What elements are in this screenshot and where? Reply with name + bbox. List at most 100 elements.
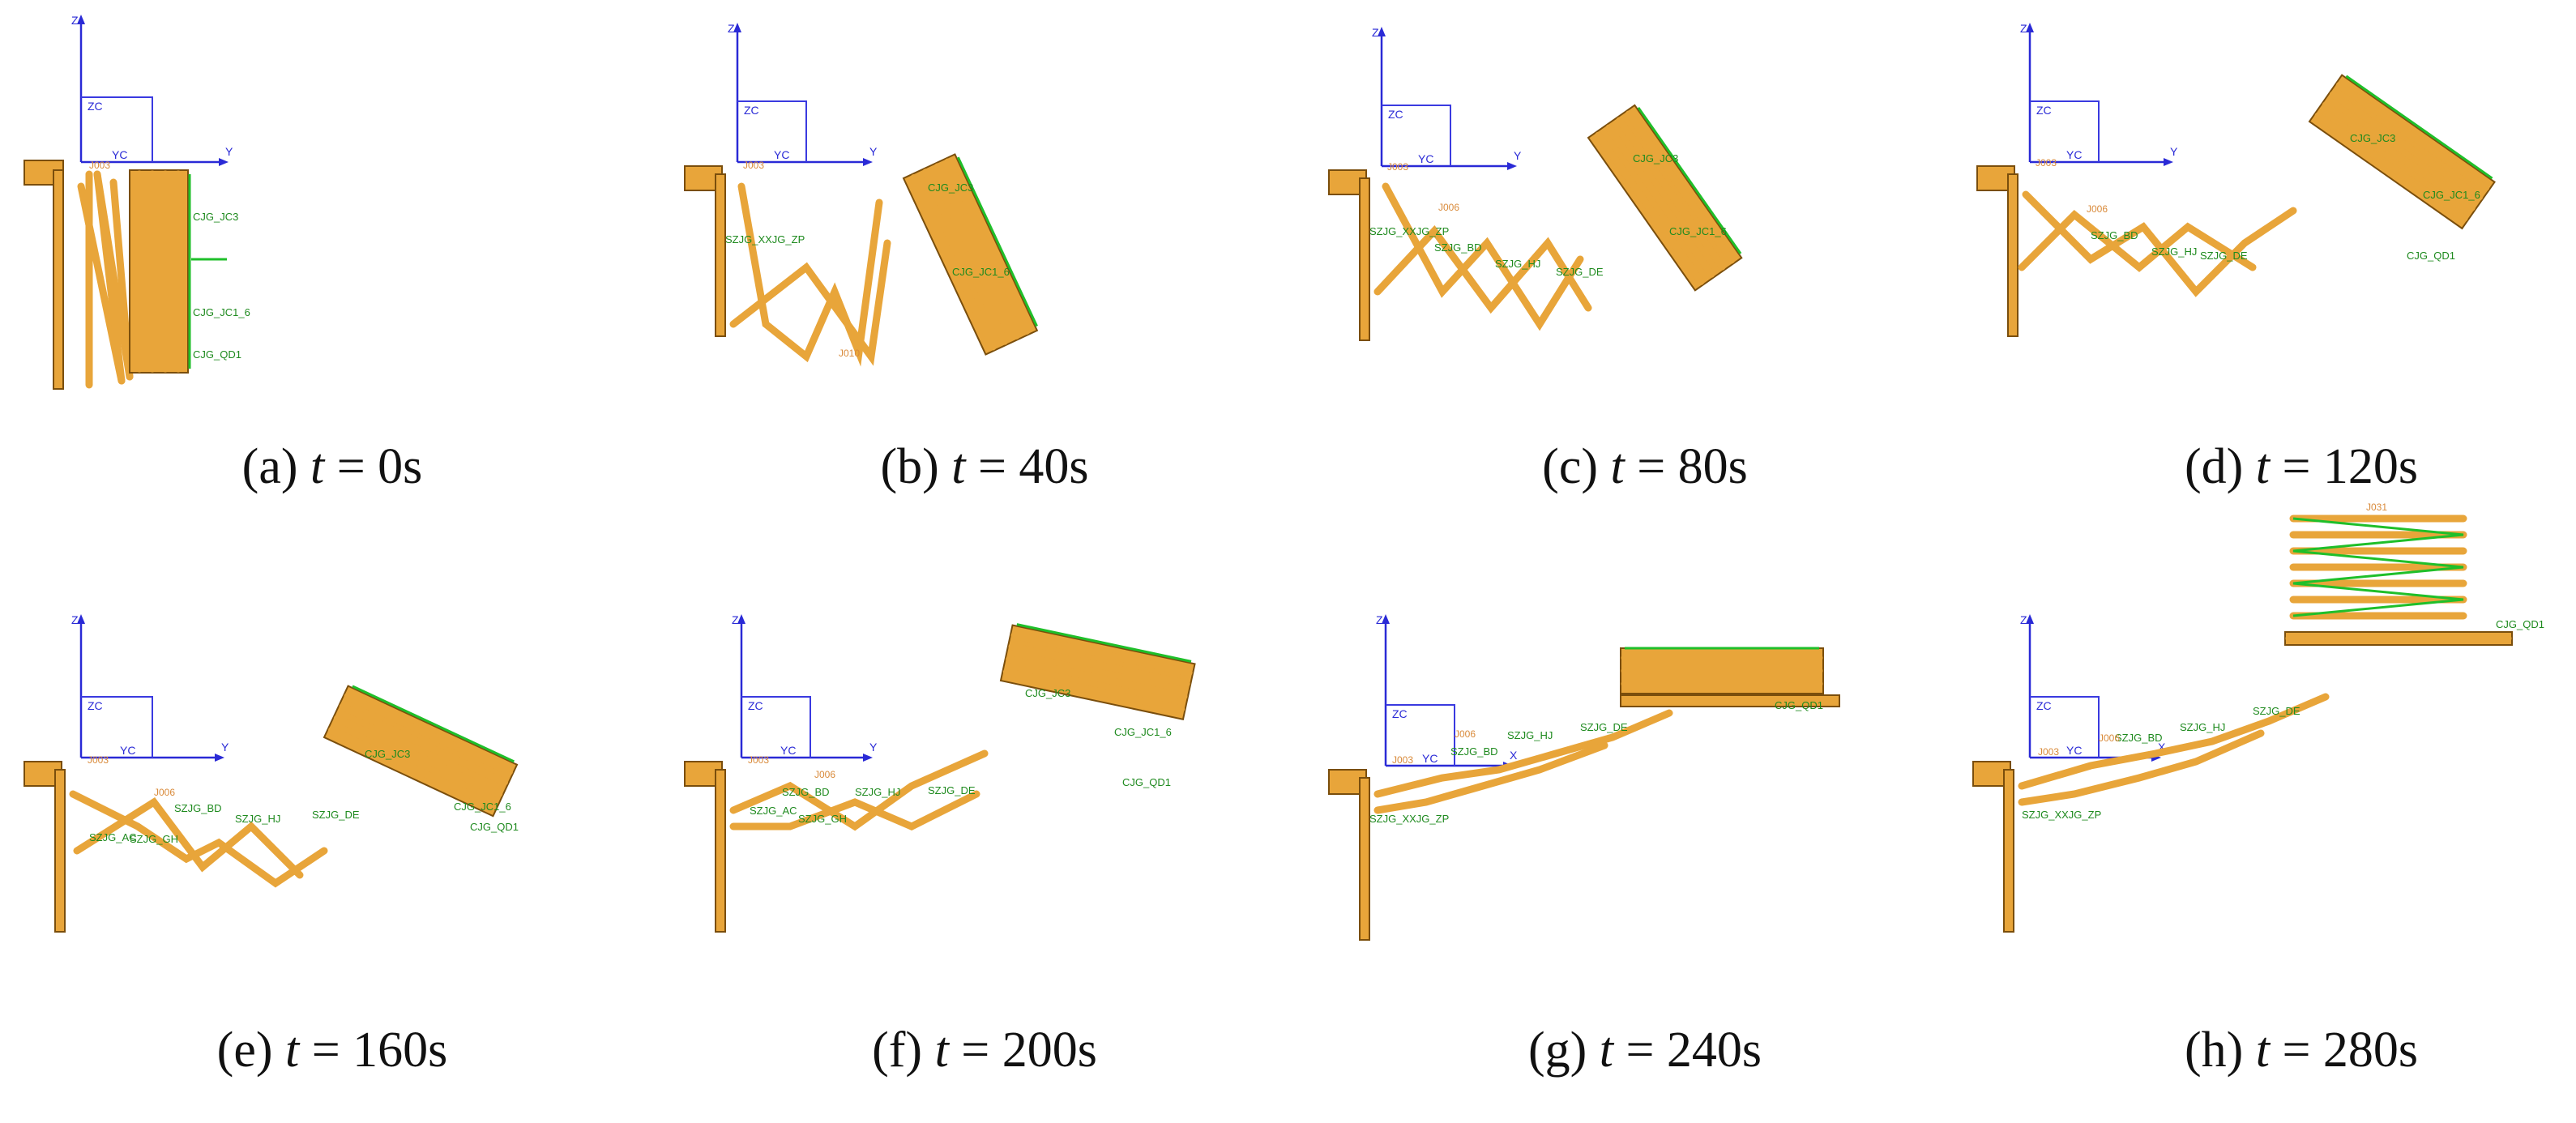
panel-h: Z X ZC YC CJG_QD1 SZJG_BD [1972,502,2576,1102]
svg-text:Y: Y [221,741,229,754]
mechanism-structure [23,160,227,390]
svg-text:ZC: ZC [88,699,103,712]
svg-text:J003: J003 [1387,161,1408,173]
svg-text:Y: Y [1514,149,1522,162]
panel-b: Z Y ZC YC CJG_JC3 CJG_JC1_6 [684,0,1284,519]
svg-text:SZJG_BD: SZJG_BD [2091,229,2138,241]
svg-text:SZJG_BD: SZJG_BD [1450,745,1498,758]
caption-e: (e) t = 160s [216,1023,448,1078]
svg-text:YC: YC [780,744,796,757]
svg-text:ZC: ZC [1392,707,1408,720]
svg-text:CJG_JC1_6: CJG_JC1_6 [952,266,1010,278]
mechanism-structure [1972,515,2513,933]
svg-text:SZJG_DE: SZJG_DE [2200,250,2248,262]
coordinate-axes: Z Y ZC YC [71,14,233,166]
svg-text:Z: Z [2020,22,2027,35]
part-labels: CJG_JC3 CJG_JC1_6 CJG_QD1 SZJG_BD SZJG_H… [88,748,519,845]
part-labels: CJG_JC3 CJG_JC1_6 SZJG_XXJG_ZP SZJG_BD S… [1369,152,1727,278]
svg-text:Z: Z [71,613,79,626]
svg-text:J003: J003 [1392,754,1413,766]
coordinate-axes: Z Y ZC YC [732,613,878,762]
svg-text:J003: J003 [88,754,109,766]
svg-text:X: X [2158,741,2166,754]
mechanism-structure [684,623,1196,933]
part-labels: CJG_QD1 SZJG_BD SZJG_HJ SZJG_DE SZJG_XXJ… [2022,502,2544,821]
svg-text:CJG_JC3: CJG_JC3 [365,748,410,760]
svg-text:SZJG_XXJG_ZP: SZJG_XXJG_ZP [725,233,805,246]
svg-text:SZJG_HJ: SZJG_HJ [2151,246,2197,258]
svg-text:YC: YC [774,148,789,161]
mechanism-structure [23,685,519,933]
svg-text:CJG_QD1: CJG_QD1 [1775,699,1823,711]
svg-text:CJG_JC3: CJG_JC3 [193,211,238,223]
svg-text:YC: YC [2066,744,2082,757]
svg-text:SZJG_DE: SZJG_DE [928,784,976,796]
coordinate-axes: Z Y ZC YC [728,22,878,166]
svg-text:J006: J006 [2087,203,2108,215]
mechanism-diagram-f: Z Y ZC YC CJG_JC3 CJG_JC1_6 [684,613,1196,933]
svg-text:SZJG_HJ: SZJG_HJ [855,786,900,798]
svg-text:J003: J003 [89,160,110,171]
svg-text:Z: Z [2020,613,2027,626]
svg-text:Y: Y [225,145,233,158]
svg-text:SZJG_HJ: SZJG_HJ [1507,729,1553,741]
svg-text:CJG_JC3: CJG_JC3 [928,181,973,194]
svg-text:SZJG_DE: SZJG_DE [2253,705,2300,717]
svg-text:YC: YC [2066,148,2082,161]
panel-f: Z Y ZC YC CJG_JC3 CJG_JC1_6 [684,583,1284,1102]
coordinate-axes: Z Y ZC YC [2020,22,2178,166]
mechanism-structure [1328,647,1840,941]
svg-text:J010: J010 [839,348,860,359]
svg-text:SZJG_AC: SZJG_AC [89,831,137,843]
mechanism-diagram-h: Z X ZC YC CJG_QD1 SZJG_BD [1972,502,2544,933]
part-labels: CJG_QD1 SZJG_BD SZJG_HJ SZJG_DE SZJG_XXJ… [1369,699,1823,825]
mechanism-structure [1328,104,1743,341]
caption-f: (f) t = 200s [872,1023,1097,1078]
part-labels: CJG_JC3 CJG_JC1_6 CJG_QD1 SZJG_BD SZJG_H… [748,687,1172,825]
part-labels: CJG_JC3 CJG_JC1_6 CJG_QD1 J003 [89,160,250,361]
svg-text:SZJG_HJ: SZJG_HJ [2180,721,2225,733]
caption-g: (g) t = 240s [1527,1023,1762,1078]
svg-text:J006: J006 [2099,732,2120,744]
svg-text:YC: YC [120,744,135,757]
svg-text:Y: Y [869,741,878,754]
svg-text:SZJG_XXJG_ZP: SZJG_XXJG_ZP [1369,225,1449,237]
mechanism-diagram-b: Z Y ZC YC CJG_JC3 CJG_JC1_6 [684,22,1039,367]
svg-text:CJG_QD1: CJG_QD1 [1122,776,1171,788]
svg-text:Z: Z [1372,26,1379,39]
svg-text:SZJG_XXJG_ZP: SZJG_XXJG_ZP [1369,813,1449,825]
svg-text:SZJG_GH: SZJG_GH [130,833,178,845]
mechanism-diagram-d: Z Y ZC YC CJG_JC3 CJG_JC1_6 [1976,22,2496,337]
svg-text:SZJG_BD: SZJG_BD [174,802,222,814]
panel-a: Z Y ZC YC CJG_JC3 CJG_JC1_6 [23,0,632,519]
svg-text:ZC: ZC [88,100,103,113]
svg-text:Z: Z [71,14,79,27]
svg-text:Z: Z [732,613,739,626]
svg-text:CJG_JC1_6: CJG_JC1_6 [193,306,250,318]
svg-text:SZJG_GH: SZJG_GH [798,813,847,825]
part-labels: CJG_JC3 CJG_JC1_6 CJG_QD1 SZJG_BD SZJG_H… [2036,132,2480,262]
coordinate-axes: Z X ZC YC [1376,613,1518,770]
svg-text:SZJG_BD: SZJG_BD [782,786,830,798]
mechanism-structure [1976,74,2496,337]
panel-e: Z Y ZC YC CJG_JC3 CJG_JC1_6 [23,583,632,1102]
svg-text:Z: Z [1376,613,1383,626]
mechanism-diagram-a: Z Y ZC YC CJG_JC3 CJG_JC1_6 [23,14,250,390]
svg-text:J031: J031 [2366,502,2387,513]
svg-text:SZJG_BD: SZJG_BD [1434,241,1482,254]
svg-text:CJG_QD1: CJG_QD1 [193,348,241,361]
coordinate-axes: Z X ZC YC [2020,613,2166,762]
mechanism-diagram-g: Z X ZC YC CJG_QD1 SZJG_BD SZJG_HJ SZJG_D… [1328,613,1840,941]
caption-c: (c) t = 80s [1542,439,1748,494]
caption-d: (d) t = 120s [2184,439,2419,494]
svg-text:SZJG_HJ: SZJG_HJ [1495,258,1540,270]
svg-text:J003: J003 [2038,746,2059,758]
svg-text:J003: J003 [748,754,769,766]
svg-text:CJG_JC3: CJG_JC3 [1633,152,1678,164]
svg-text:SZJG_DE: SZJG_DE [1580,721,1628,733]
mechanism-structure [684,153,1039,367]
part-labels: CJG_JC3 CJG_JC1_6 SZJG_XXJG_ZP J003 J010 [725,160,1010,359]
svg-text:CJG_JC1_6: CJG_JC1_6 [1669,225,1727,237]
svg-text:CJG_QD1: CJG_QD1 [2407,250,2455,262]
svg-text:Y: Y [869,145,878,158]
